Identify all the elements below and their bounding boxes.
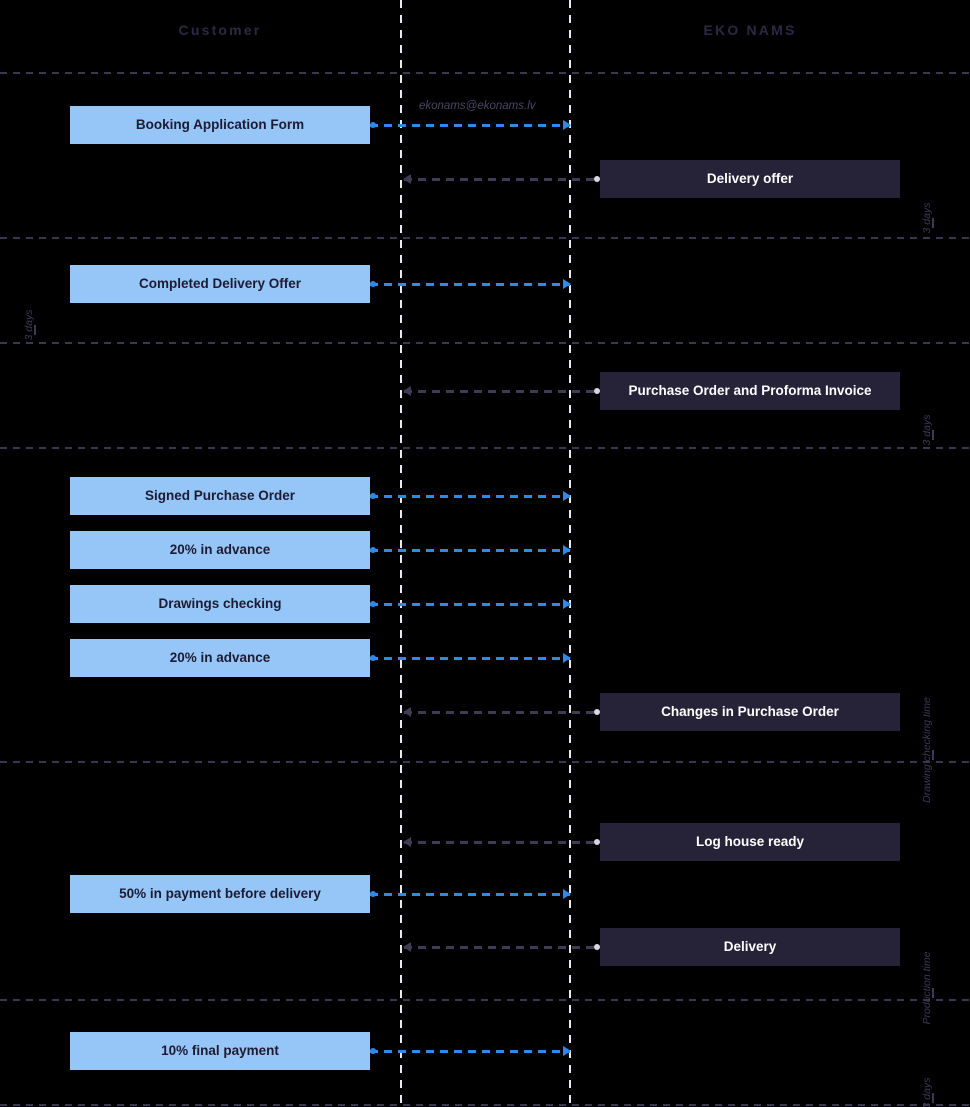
duration-tick <box>34 325 36 335</box>
arrow-head-left-icon <box>403 174 411 184</box>
phase-separator <box>0 342 970 344</box>
duration-tick <box>932 430 934 440</box>
arrow-shaft <box>404 711 600 714</box>
arrow-tail-dot <box>594 944 600 950</box>
duration-bracket: 3 days <box>921 345 944 445</box>
duration-bracket: Production time <box>921 770 944 1024</box>
message-arrow-purchase-order-proforma-invoice <box>403 386 600 396</box>
message-box-booking-application-form[interactable]: Booking Application Form <box>70 106 370 144</box>
message-arrow-50-percent-before-delivery <box>370 889 571 899</box>
arrow-shaft <box>370 549 570 552</box>
message-box-changes-in-purchase-order[interactable]: Changes in Purchase Order <box>600 693 900 731</box>
arrow-head-left-icon <box>403 386 411 396</box>
message-box-signed-purchase-order[interactable]: Signed Purchase Order <box>70 477 370 515</box>
message-arrow-10-percent-final-payment <box>370 1046 571 1056</box>
arrow-head-right-icon <box>563 545 571 555</box>
arrow-shaft <box>404 178 600 181</box>
arrow-shaft <box>370 603 570 606</box>
duration-tick <box>932 1093 934 1103</box>
message-box-completed-delivery-offer[interactable]: Completed Delivery Offer <box>70 265 370 303</box>
duration-bracket: Drawing checking time <box>921 450 944 803</box>
arrow-tail-dot <box>370 1048 376 1054</box>
arrow-shaft <box>370 124 570 127</box>
arrow-head-right-icon <box>563 599 571 609</box>
arrow-tail-dot <box>370 547 376 553</box>
arrow-head-right-icon <box>563 120 571 130</box>
arrow-shaft <box>370 893 570 896</box>
arrow-tail-dot <box>594 176 600 182</box>
message-arrow-20-percent-advance-1 <box>370 545 571 555</box>
message-box-delivery-offer[interactable]: Delivery offer <box>600 160 900 198</box>
message-box-10-percent-final-payment[interactable]: 10% final payment <box>70 1032 370 1070</box>
arrow-tail-dot <box>594 839 600 845</box>
lane-header-customer: Customer <box>178 22 262 38</box>
arrow-tail-dot <box>370 493 376 499</box>
arrow-shaft <box>404 841 600 844</box>
message-arrow-signed-purchase-order <box>370 491 571 501</box>
phase-separator <box>0 237 970 239</box>
lane-header-eko-nams: EKO NAMS <box>703 22 797 38</box>
arrow-shaft <box>404 390 600 393</box>
arrow-tail-dot <box>594 709 600 715</box>
arrow-tail-dot <box>370 122 376 128</box>
message-box-log-house-ready[interactable]: Log house ready <box>600 823 900 861</box>
arrow-head-right-icon <box>563 279 571 289</box>
arrow-shaft <box>370 1050 570 1053</box>
message-arrow-booking-application-form <box>370 120 571 130</box>
phase-separator <box>0 1104 970 1106</box>
arrow-shaft <box>370 495 570 498</box>
arrow-head-right-icon <box>563 491 571 501</box>
message-box-20-percent-advance-1[interactable]: 20% in advance <box>70 531 370 569</box>
duration-tick <box>932 988 934 998</box>
arrow-head-left-icon <box>403 707 411 717</box>
arrow-tail-dot <box>370 655 376 661</box>
arrow-tail-dot <box>370 281 376 287</box>
arrow-head-right-icon <box>563 653 571 663</box>
email-annotation: ekonams@ekonams.lv <box>419 100 536 112</box>
duration-tick <box>932 218 934 228</box>
message-box-50-percent-before-delivery[interactable]: 50% in payment before delivery <box>70 875 370 913</box>
message-box-purchase-order-proforma-invoice[interactable]: Purchase Order and Proforma Invoice <box>600 372 900 410</box>
duration-tick <box>932 750 934 760</box>
message-box-drawings-checking[interactable]: Drawings checking <box>70 585 370 623</box>
message-arrow-completed-delivery-offer <box>370 279 571 289</box>
message-arrow-changes-in-purchase-order <box>403 707 600 717</box>
lane-divider-left <box>400 0 402 1107</box>
phase-separator <box>0 761 970 763</box>
arrow-shaft <box>404 946 600 949</box>
arrow-tail-dot <box>370 891 376 897</box>
message-arrow-delivery-offer <box>403 174 600 184</box>
phase-separator <box>0 72 970 74</box>
message-arrow-delivery <box>403 942 600 952</box>
message-box-delivery[interactable]: Delivery <box>600 928 900 966</box>
arrow-shaft <box>370 657 570 660</box>
message-box-20-percent-advance-2[interactable]: 20% in advance <box>70 639 370 677</box>
arrow-head-right-icon <box>563 889 571 899</box>
message-arrow-drawings-checking <box>370 599 571 609</box>
arrow-head-left-icon <box>403 837 411 847</box>
arrow-shaft <box>370 283 570 286</box>
phase-separator <box>0 999 970 1001</box>
arrow-head-right-icon <box>563 1046 571 1056</box>
message-arrow-log-house-ready <box>403 837 600 847</box>
arrow-tail-dot <box>594 388 600 394</box>
phase-separator <box>0 447 970 449</box>
arrow-head-left-icon <box>403 942 411 952</box>
message-arrow-20-percent-advance-2 <box>370 653 571 663</box>
duration-bracket: 3 days <box>921 78 944 233</box>
duration-bracket: 3 days <box>23 240 46 340</box>
duration-bracket: 3 days <box>921 1008 944 1107</box>
arrow-tail-dot <box>370 601 376 607</box>
